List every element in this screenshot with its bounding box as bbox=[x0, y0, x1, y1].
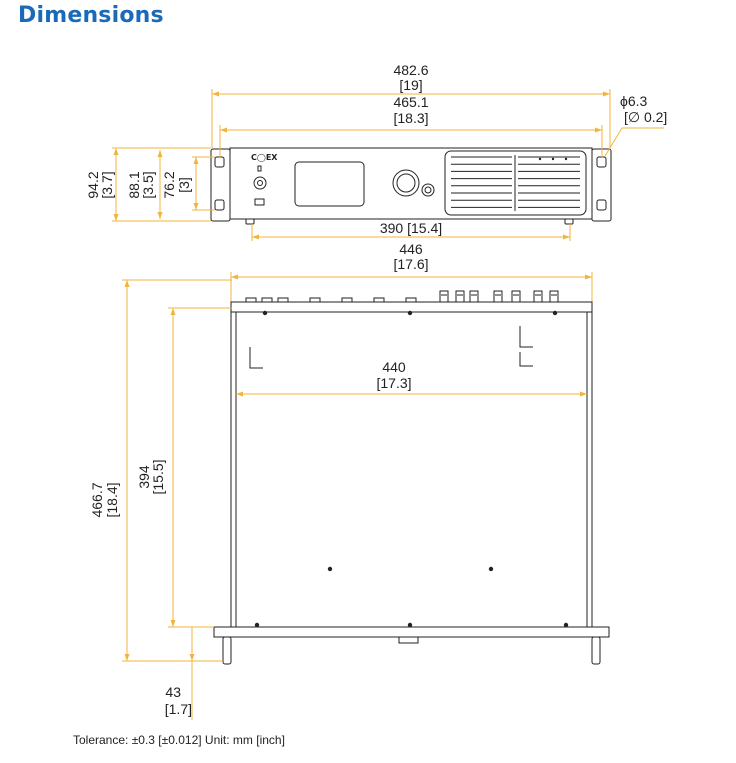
tolerance-note: Tolerance: ±0.3 [±0.012] Unit: mm [inch] bbox=[73, 733, 285, 747]
rear-bnc-icon bbox=[549, 290, 559, 303]
body-height-inch-label: [3.5] bbox=[140, 171, 156, 198]
feet-span-label: 390 [15.4] bbox=[380, 220, 442, 236]
svg-text:C◯EX: C◯EX bbox=[251, 153, 278, 162]
status-led-icon bbox=[257, 165, 262, 172]
inner-depth-label: 394 bbox=[136, 465, 152, 489]
ear-width-inch-label: [18.3] bbox=[393, 110, 428, 126]
screw-icon bbox=[262, 310, 268, 316]
rear-bnc-icon bbox=[511, 290, 521, 303]
front-view: C◯EX 482.6 [19] 465.1 bbox=[85, 62, 667, 241]
hole-diameter-inch-label: [∅ 0.2] bbox=[624, 109, 667, 125]
left-ear-hole-bottom bbox=[214, 199, 225, 211]
top-view: 446 [17.6] 440 [17.3] 466.7 [18.4] bbox=[89, 241, 610, 720]
back-button-icon bbox=[421, 183, 435, 197]
indicator-dot bbox=[538, 157, 542, 161]
screw-icon bbox=[552, 310, 558, 316]
left-foot bbox=[245, 218, 255, 225]
hole-height-inch-label: [3] bbox=[176, 177, 192, 193]
usb-port-icon bbox=[254, 198, 265, 206]
right-ear-hole-bottom bbox=[596, 199, 607, 211]
depth-label: 466.7 bbox=[89, 482, 105, 517]
rear-port-icon bbox=[245, 297, 257, 303]
inner-width-label: 440 bbox=[382, 359, 406, 375]
screw-icon bbox=[254, 622, 260, 628]
right-ear-hole-top bbox=[596, 156, 607, 168]
lcd-screen bbox=[294, 161, 365, 207]
hole-height-label: 76.2 bbox=[161, 171, 177, 198]
screw-icon bbox=[488, 566, 494, 572]
hole-diameter-label: ϕ6.3 bbox=[620, 93, 648, 109]
top-width-inch-label: [17.6] bbox=[393, 256, 428, 272]
depth-inch-label: [18.4] bbox=[104, 482, 120, 517]
overall-width-inch-label: [19] bbox=[399, 77, 422, 93]
rear-port-icon bbox=[373, 297, 385, 303]
rear-port-icon bbox=[261, 297, 273, 303]
rear-bnc-icon bbox=[469, 290, 479, 303]
front-offset-inch-label: [1.7] bbox=[165, 701, 192, 717]
rear-port-icon bbox=[341, 297, 353, 303]
power-button-icon bbox=[253, 176, 267, 190]
front-chassis bbox=[229, 147, 593, 220]
screw-icon bbox=[327, 566, 333, 572]
rear-bnc-icon bbox=[533, 290, 543, 303]
indicator-dot bbox=[564, 157, 568, 161]
screw-icon bbox=[407, 310, 413, 316]
page-title: Dimensions bbox=[18, 3, 164, 28]
screws bbox=[254, 310, 569, 628]
knob-top-icon bbox=[398, 636, 419, 644]
screw-icon bbox=[563, 622, 569, 628]
rear-connectors bbox=[245, 290, 559, 303]
left-ear-hole-top bbox=[214, 156, 225, 168]
ear-width-label: 465.1 bbox=[393, 94, 428, 110]
rotary-knob-icon bbox=[392, 169, 420, 197]
overall-width-label: 482.6 bbox=[393, 62, 428, 78]
inner-width-inch-label: [17.3] bbox=[376, 375, 411, 391]
rear-bnc-icon bbox=[493, 290, 503, 303]
rear-bnc-icon bbox=[455, 290, 465, 303]
brand-logo: C◯EX bbox=[251, 153, 278, 162]
inner-depth-inch-label: [15.5] bbox=[150, 459, 166, 494]
body-height-label: 88.1 bbox=[126, 171, 142, 198]
vent-grille bbox=[444, 150, 587, 216]
rear-port-icon bbox=[309, 297, 321, 303]
total-height-inch-label: [3.7] bbox=[99, 171, 115, 198]
indicator-dot bbox=[551, 157, 555, 161]
total-height-label: 94.2 bbox=[85, 171, 101, 198]
rear-port-icon bbox=[277, 297, 289, 303]
vent-slats bbox=[451, 155, 580, 211]
front-offset-label: 43 bbox=[165, 684, 181, 700]
top-width-label: 446 bbox=[399, 241, 423, 257]
front-panel-top bbox=[213, 626, 610, 638]
left-handle bbox=[222, 636, 232, 665]
rear-bnc-icon bbox=[439, 290, 449, 303]
right-foot bbox=[564, 218, 574, 225]
right-handle bbox=[591, 636, 601, 665]
rear-port-icon bbox=[405, 297, 417, 303]
screw-icon bbox=[407, 622, 413, 628]
top-chassis bbox=[230, 301, 593, 628]
